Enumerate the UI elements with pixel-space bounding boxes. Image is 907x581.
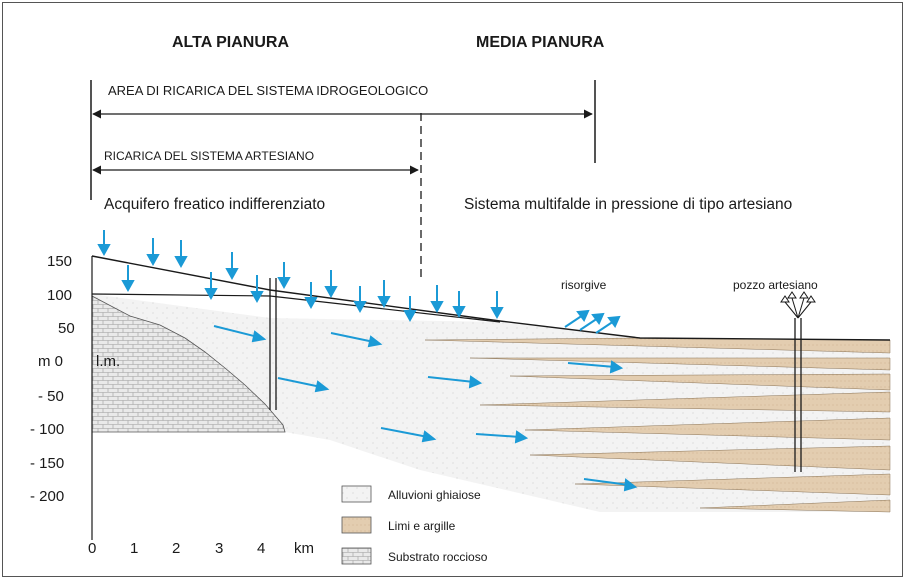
infiltration-arrow (121, 265, 135, 293)
infiltration-arrow (403, 296, 417, 323)
recharge-area-label: AREA DI RICARICA DEL SISTEMA IDROGEOLOGI… (108, 83, 428, 98)
flow-arrow (583, 478, 638, 492)
flow-arrow (475, 430, 529, 444)
infiltration-arrow (250, 275, 264, 304)
x-axis-unit: km (294, 540, 314, 557)
y-tick: - 100 (30, 421, 64, 438)
y-tick: m 0 (38, 353, 63, 370)
y-axis-ticks: 150 100 50 m 0 - 50 - 100 - 150 - 200 (30, 253, 75, 505)
y-tick: 50 (58, 320, 75, 337)
x-tick: 4 (257, 540, 265, 557)
y-tick: - 200 (30, 488, 64, 505)
infiltration-arrow (430, 285, 444, 314)
infiltration-arrows (97, 230, 504, 323)
infiltration-arrow (353, 286, 367, 314)
pozzo-artesiano-label: pozzo artesiano (733, 278, 818, 292)
sea-level-label: l.m. (96, 353, 120, 370)
legend-swatch-gravel (341, 485, 372, 503)
header-alta-pianura: ALTA PIANURA (172, 34, 289, 51)
x-tick: 2 (172, 540, 180, 557)
infiltration-arrow (324, 270, 338, 299)
spring-arrow (595, 315, 621, 334)
zone-left-title: Acquifero freatico indifferenziato (104, 196, 325, 213)
infiltration-arrow (225, 252, 239, 281)
infiltration-arrow (304, 282, 318, 310)
spring-arrow (579, 312, 605, 331)
legend: Alluvioni ghiaiose Limi e argille Substr… (341, 485, 488, 565)
legend-label-rock: Substrato roccioso (388, 550, 488, 564)
x-tick: 3 (215, 540, 223, 557)
flow-arrow (567, 360, 624, 374)
legend-swatch-clay (341, 516, 372, 534)
flow-arrow (277, 377, 330, 393)
artesian-gush-icon (780, 291, 816, 319)
y-tick: 100 (47, 287, 72, 304)
y-tick: - 150 (30, 455, 64, 472)
legend-swatch-rock (341, 547, 372, 565)
zone-right-title: Sistema multifalde in pressione di tipo … (464, 196, 792, 213)
x-axis-ticks: 0 1 2 3 4 (88, 540, 265, 557)
legend-label-gravel: Alluvioni ghiaiose (388, 488, 481, 502)
x-tick: 0 (88, 540, 96, 557)
geologic-section (91, 255, 891, 540)
flow-arrow (330, 332, 383, 348)
groundwater-flow-arrows (213, 325, 638, 492)
infiltration-arrow (204, 272, 218, 301)
infiltration-arrow (277, 262, 291, 290)
flow-arrow (427, 375, 483, 389)
springs-arrows (564, 309, 621, 334)
risorgive-label: risorgive (561, 278, 607, 292)
flow-arrow (380, 427, 437, 443)
infiltration-arrow (174, 240, 188, 269)
legend-label-clay: Limi e argille (388, 519, 456, 533)
x-tick: 1 (130, 540, 138, 557)
infiltration-arrow (452, 291, 466, 319)
artesian-recharge-label: RICARICA DEL SISTEMA ARTESIANO (104, 149, 314, 163)
infiltration-arrow (490, 291, 504, 320)
header-media-pianura: MEDIA PIANURA (476, 34, 605, 51)
rock-substrate (91, 295, 286, 433)
flow-arrow (213, 325, 267, 343)
y-tick: - 50 (38, 388, 64, 405)
infiltration-arrow (377, 280, 391, 309)
spring-arrow (564, 309, 590, 328)
y-tick: 150 (47, 253, 72, 270)
infiltration-arrow (97, 230, 111, 257)
infiltration-arrow (146, 238, 160, 267)
